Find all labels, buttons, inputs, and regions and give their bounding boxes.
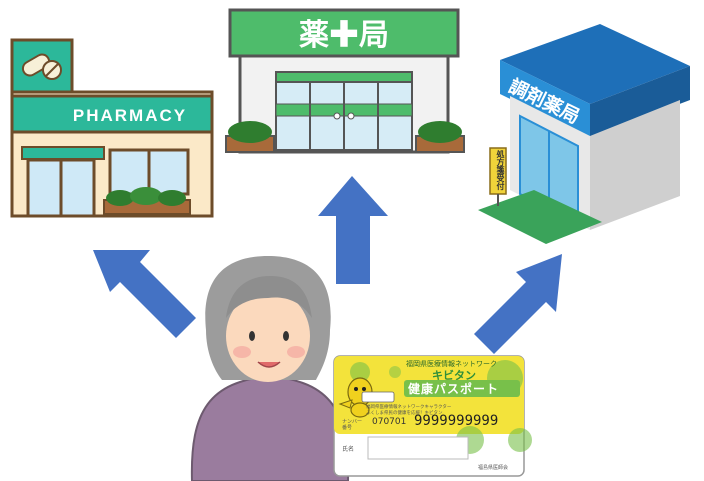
card-title: 健康パスポート [408,382,500,396]
card-number-prefix: 070701 [372,417,407,427]
arrow-to-right-pharmacy [474,254,562,354]
mascot-icon [338,377,373,418]
card-small-line-2: ふくしま県民の健康を応援！キビタン [366,411,443,416]
card-label-no: ナンバー [342,419,363,425]
left-pharmacy-awning [21,146,105,160]
person-body [190,374,350,481]
card-brand: キビタン [432,369,476,382]
card-name-field [367,436,469,460]
arrow-to-left-pharmacy [93,250,196,338]
center-pharmacy-sign-text: 薬✚局 [299,19,389,52]
card-number-main: 9999999999 [414,413,499,429]
card-label-no2: 番号 [342,425,353,431]
center-pharmacy-sign-board [228,8,460,58]
card-small-line-1: 福岡県医療情報ネットワークキャラクター [366,405,452,410]
card-top-text: 福岡県医療情報ネットワーク [406,360,497,368]
right-pharmacy-roof [500,24,690,104]
right-pharmacy: 調剤薬局 [478,24,690,244]
capsule-icon [21,53,62,80]
person-face [226,290,310,382]
arrows [93,176,562,354]
right-pharmacy-banner-text: 処方箋受付 [496,150,505,190]
arrow-to-center-pharmacy [318,176,388,284]
right-pharmacy-banner [489,147,507,206]
left-pharmacy: PHARMACY [10,38,214,218]
left-pharmacy-sign-board [10,94,214,134]
right-pharmacy-mat [478,190,602,244]
card-name-label: 氏名 [342,446,355,453]
center-pharmacy: 薬✚局 [225,8,465,154]
card-footer: 福島県医師会 [478,465,509,471]
left-pharmacy-sign-text: PHARMACY [73,106,187,125]
elderly-person [190,256,350,481]
